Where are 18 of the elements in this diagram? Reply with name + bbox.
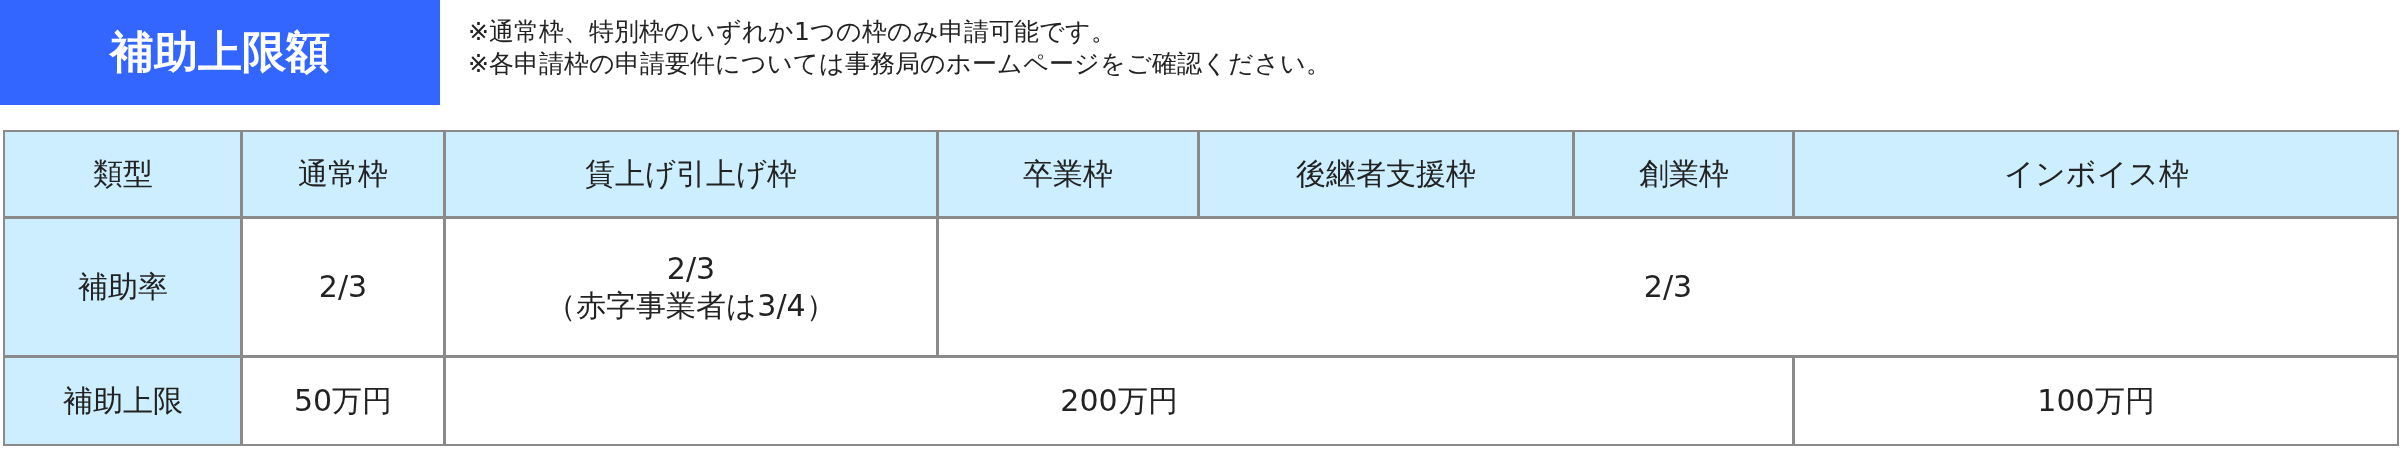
header-cell: 類型 bbox=[3, 130, 242, 218]
title-banner: 補助上限額 bbox=[0, 0, 440, 105]
note-text: ※通常枠、特別枠のいずれか1つの枠のみ申請可能です。 bbox=[468, 16, 1116, 48]
table-cell: 100万円 bbox=[1793, 356, 2399, 446]
table-cell: 200万円 bbox=[444, 356, 1794, 446]
note-text: ※各申請枠の申請要件については事務局のホームページをご確認ください。 bbox=[468, 48, 1331, 80]
header-cell: 補助上限 bbox=[3, 356, 242, 446]
table-cell: 2/3 （赤字事業者は3/4） bbox=[444, 217, 938, 357]
header-cell: 賃上げ引上げ枠 bbox=[444, 130, 938, 218]
header-cell: 補助率 bbox=[3, 217, 242, 357]
table-cell: 2/3 bbox=[937, 217, 2399, 357]
header-cell: 後継者支援枠 bbox=[1198, 130, 1574, 218]
header-cell: インボイス枠 bbox=[1793, 130, 2399, 218]
table-cell: 50万円 bbox=[241, 356, 445, 446]
table-cell: 2/3 bbox=[241, 217, 445, 357]
header-cell: 創業枠 bbox=[1573, 130, 1794, 218]
header-cell: 通常枠 bbox=[241, 130, 445, 218]
header-cell: 卒業枠 bbox=[937, 130, 1199, 218]
